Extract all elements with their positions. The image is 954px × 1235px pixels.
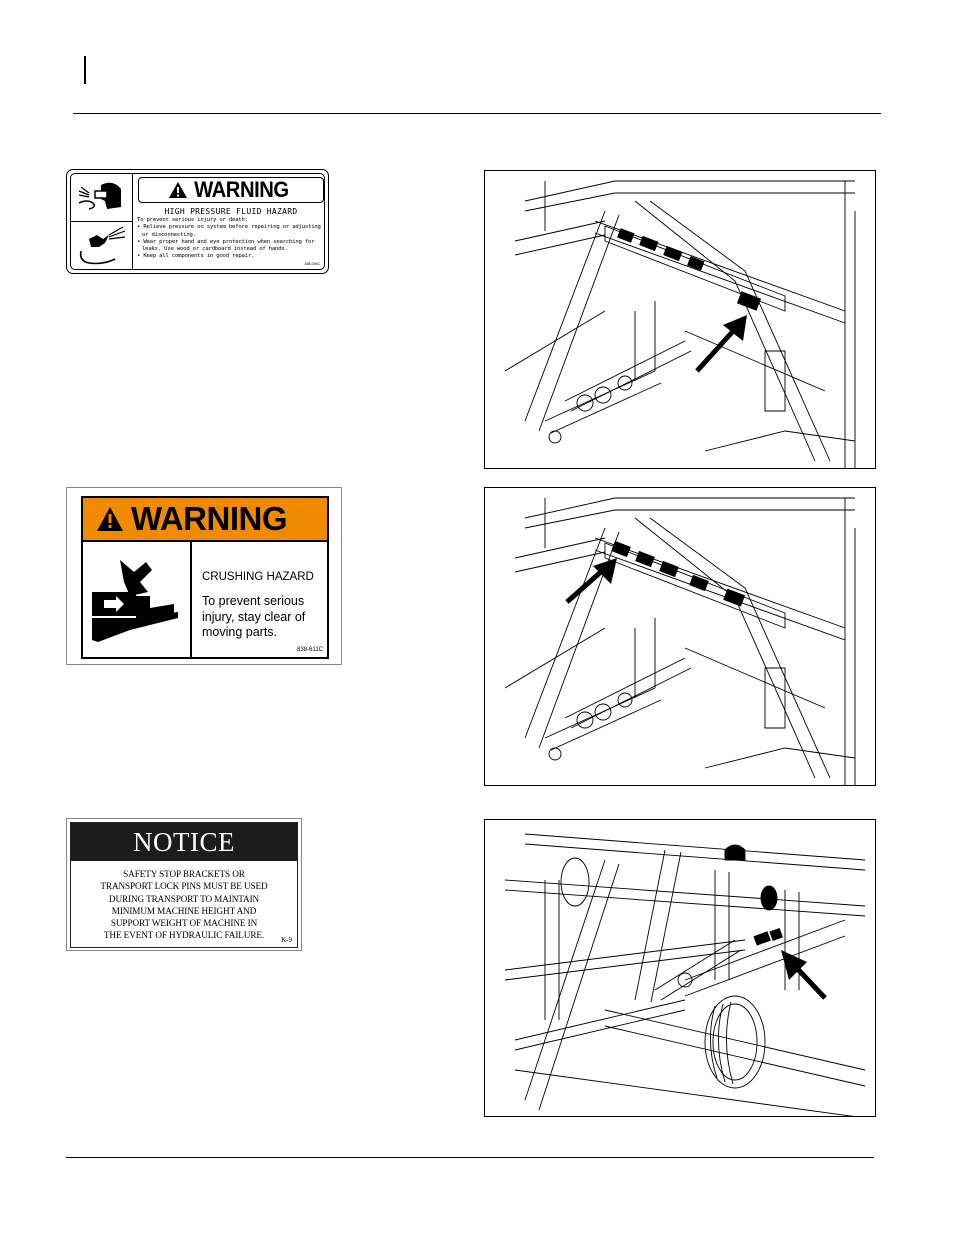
instruction-intro: To prevent serious injury or death:	[137, 217, 248, 223]
high-pressure-warning-decal: WARNING HIGH PRESSURE FLUID HAZARD To pr…	[66, 169, 329, 274]
decal-instructions: To prevent serious injury or death: • Re…	[137, 217, 323, 261]
hazard-title: HIGH PRESSURE FLUID HAZARD	[164, 207, 298, 216]
notice-line: DURING TRANSPORT TO MAINTAIN	[108, 893, 260, 904]
callout-arrow-icon	[695, 315, 747, 373]
instruction-bullet: • Relieve pressure on system before repa…	[137, 224, 321, 238]
crushing-hand-icon	[92, 560, 178, 642]
notice-line: THE EVENT OF HYDRAULIC FAILURE.	[103, 930, 265, 941]
machine-frame-drawing	[504, 497, 856, 785]
decal-part-number: 838-611C	[297, 647, 323, 653]
hazard-message: To prevent serious injury, stay clear of…	[202, 594, 306, 639]
warning-banner: WARNING	[138, 177, 324, 203]
notice-banner-text: NOTICE	[133, 826, 235, 857]
decal-part-number: 838-094C	[304, 262, 320, 266]
decal-inner-border: NOTICE SAFETY STOP BRACKETS OR TRANSPORT…	[70, 822, 298, 948]
warning-triangle-icon	[169, 182, 188, 198]
instruction-bullet: • Keep all components in good repair.	[137, 253, 255, 260]
decal-inner-border: WARNING HIGH PRESSURE FLUID HAZARD To pr…	[70, 173, 325, 270]
notice-decal: NOTICE SAFETY STOP BRACKETS OR TRANSPORT…	[66, 818, 302, 951]
callout-arrow-icon	[565, 558, 617, 604]
crushing-pictogram	[83, 542, 192, 657]
hazard-title: CRUSHING HAZARD	[202, 571, 314, 583]
decal-location-figure-3	[484, 819, 876, 1117]
machine-frame-drawing	[504, 180, 856, 468]
notice-line: SAFETY STOP BRACKETS OR	[123, 869, 245, 879]
notice-line: MINIMUM MACHINE HEIGHT AND	[111, 905, 257, 916]
decal-part-number: K-9	[281, 936, 292, 944]
decal-inner-border: WARNING CRUSHING HAZARD To prevent serio…	[81, 496, 329, 659]
decal-pictogram-column	[71, 174, 133, 269]
notice-banner: NOTICE	[71, 823, 297, 861]
hand-fluid-pictogram	[71, 222, 133, 270]
machine-frame-drawing	[504, 833, 866, 1116]
instruction-bullet: • Wear proper hand and eye protection wh…	[137, 238, 315, 253]
eye-protection-pictogram	[71, 174, 133, 222]
eye-protection-icon	[78, 182, 121, 210]
warning-banner: WARNING	[83, 498, 327, 542]
hand-fluid-jet-icon	[79, 226, 126, 265]
crushing-hazard-warning-decal: WARNING CRUSHING HAZARD To prevent serio…	[66, 487, 342, 665]
footer-rule	[66, 1157, 874, 1158]
notice-line: TRANSPORT LOCK PINS MUST BE USED	[100, 881, 268, 892]
decal-location-figure-2	[484, 487, 876, 786]
notice-line: SUPPORT WEIGHT OF MACHINE IN	[110, 918, 258, 929]
decal-location-figure-1	[484, 170, 876, 469]
callout-arrow-icon	[781, 950, 827, 1000]
warning-triangle-icon	[97, 507, 123, 531]
warning-banner-text: WARNING	[194, 177, 289, 202]
header-margin-mark	[84, 56, 86, 84]
notice-message: SAFETY STOP BRACKETS OR TRANSPORT LOCK P…	[71, 868, 297, 942]
warning-banner-text: WARNING	[131, 500, 288, 537]
header-rule	[73, 113, 881, 114]
